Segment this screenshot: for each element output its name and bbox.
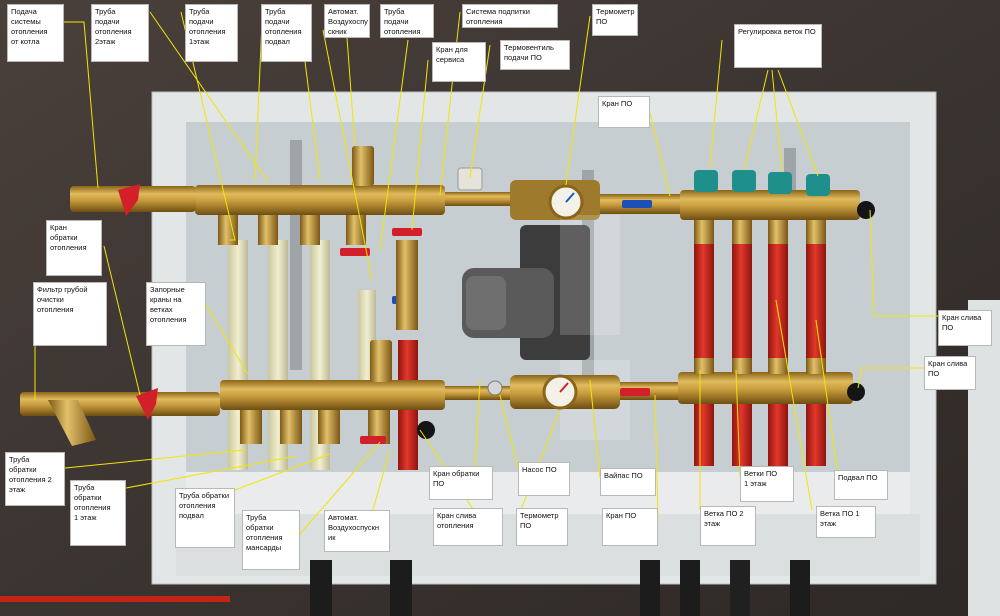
valve-handle-red bbox=[360, 436, 386, 444]
red-tube bbox=[732, 240, 752, 466]
po-return-port bbox=[768, 358, 788, 374]
label-drain-valve-po-1: Кран слива ПО bbox=[938, 310, 992, 346]
label-supply-from-boiler: Подача системы отопления от котла bbox=[7, 4, 64, 62]
label-supply-basement: Труба подачи отопления подвал bbox=[261, 4, 312, 62]
supply-manifold-port bbox=[218, 215, 238, 245]
po-return-port bbox=[694, 358, 714, 374]
regulator-cap bbox=[732, 170, 756, 192]
label-branch-po-floor1: Ветка ПО 1 этаж bbox=[816, 506, 876, 538]
label-return-floor2: Труба обратки отопления 2 этаж bbox=[5, 452, 65, 506]
label-return-floor1: Труба обратки отопления 1 этаж bbox=[70, 480, 126, 546]
pump-motor-face bbox=[466, 276, 506, 330]
pressure-fitting bbox=[487, 380, 503, 396]
drain-valve-cap bbox=[847, 383, 865, 401]
fill-valve bbox=[457, 167, 483, 191]
label-thermo-valve-supply: Термовентиль подачи ПО bbox=[500, 40, 570, 70]
supply-manifold bbox=[195, 185, 445, 215]
po-supply-manifold bbox=[680, 190, 860, 220]
service-valve-body bbox=[396, 240, 418, 330]
valve-handle-red bbox=[392, 228, 422, 236]
label-service-valve: Кран для сервиса bbox=[432, 42, 486, 82]
label-drain-valve-po-2: Кран слива ПО bbox=[924, 356, 976, 390]
supply-pipe bbox=[445, 192, 515, 206]
thermometer-top-needle bbox=[565, 192, 575, 203]
label-return-valve-po: Кран обратки ПО bbox=[429, 466, 493, 500]
supply-manifold-port bbox=[258, 215, 278, 245]
coarse-filter bbox=[48, 400, 96, 446]
thermometer-bottom-needle bbox=[559, 382, 569, 393]
label-bypass-po: Вайпас ПО bbox=[600, 468, 656, 496]
label-return-valve: Кран обратки отопления bbox=[46, 220, 102, 276]
label-fill-system: Система подпитки отопления bbox=[462, 4, 558, 28]
return-manifold bbox=[220, 380, 445, 410]
label-supply-floor1: Труба подачи отопления 1этаж bbox=[185, 4, 238, 62]
supply-manifold-port bbox=[346, 215, 366, 245]
valve-handle-red bbox=[340, 248, 370, 256]
po-supply-port bbox=[806, 220, 826, 244]
label-valve-po-bottom: Кран ПО bbox=[602, 508, 658, 546]
valve-handle-blue bbox=[622, 200, 652, 208]
label-auto-air-vent-bottom: Автомат. Воздухоспускн ик bbox=[324, 510, 390, 552]
drain-valve-cap bbox=[857, 201, 875, 219]
floor-pipe bbox=[390, 560, 412, 616]
floor-pipe bbox=[790, 560, 810, 616]
floor-pipe bbox=[640, 560, 660, 616]
label-branches-po-floor1: Ветки ПО 1 этаж bbox=[740, 466, 794, 502]
floor-pipe bbox=[0, 596, 230, 602]
po-return-port bbox=[732, 358, 752, 374]
po-return-port bbox=[806, 358, 826, 374]
label-branch-po-floor2: Ветка ПО 2 этаж bbox=[700, 506, 756, 546]
floor-pipe bbox=[310, 560, 332, 616]
valve-handle-red bbox=[136, 388, 158, 420]
auto-air-vent bbox=[352, 146, 374, 186]
label-drain-valve-heating: Кран слива отопления bbox=[433, 508, 503, 546]
label-basement-po: Подвал ПО bbox=[834, 470, 888, 500]
floor-pipe bbox=[730, 560, 750, 616]
label-supply-floor2: Труба подачи отопления 2этаж bbox=[91, 4, 149, 62]
red-tube bbox=[806, 240, 826, 466]
label-return-basement: Труба обратки отопления подвал bbox=[175, 488, 235, 548]
po-supply-port bbox=[694, 220, 714, 244]
auto-air-vent bbox=[370, 340, 392, 382]
floor-pipe bbox=[680, 560, 700, 616]
label-return-attic: Труба обратки отопления мансарды bbox=[242, 510, 300, 570]
label-coarse-filter: Фильтр грубой очистки отопления bbox=[33, 282, 107, 346]
mounting-bracket bbox=[290, 140, 302, 370]
valve-handle-red bbox=[620, 388, 650, 396]
po-return-manifold bbox=[678, 372, 853, 404]
label-valve-po-top: Кран ПО bbox=[598, 96, 650, 128]
label-supply-attic: Труба подачи отопления мансарды bbox=[380, 4, 434, 38]
plastic-wrap bbox=[560, 215, 620, 335]
return-manifold-port bbox=[280, 410, 302, 444]
supply-manifold-port bbox=[300, 215, 320, 245]
label-auto-air-vent-top: Автомат. Воздухоспу скник bbox=[324, 4, 370, 38]
regulator-cap bbox=[768, 172, 792, 194]
right-panel bbox=[968, 300, 1000, 616]
label-shutoff-valves: Запорные краны на ветках отопления bbox=[146, 282, 206, 346]
valve-handle-red bbox=[118, 184, 140, 216]
return-manifold-port bbox=[318, 410, 340, 444]
regulator-cap bbox=[806, 174, 830, 196]
drain-valve-knob bbox=[417, 421, 435, 439]
label-thermometer-top: Термометр ПО bbox=[592, 4, 638, 36]
regulator-cap bbox=[694, 170, 718, 192]
red-tube bbox=[768, 240, 788, 466]
inlet-pipe-bottom bbox=[20, 392, 220, 416]
label-pump-po: Насос ПО bbox=[518, 462, 570, 496]
return-manifold-port bbox=[368, 410, 390, 444]
label-thermometer-bottom: Термометр ПО bbox=[516, 508, 568, 546]
return-manifold-port bbox=[240, 410, 262, 444]
po-supply-port bbox=[768, 220, 788, 244]
label-branch-regulation: Регулировка веток ПО bbox=[734, 24, 822, 68]
red-tube bbox=[694, 240, 714, 466]
po-supply-port bbox=[732, 220, 752, 244]
